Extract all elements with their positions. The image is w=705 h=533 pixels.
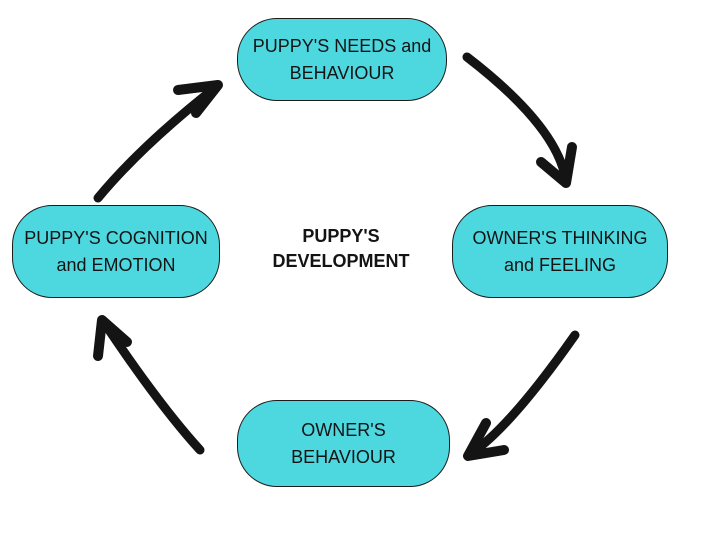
- diagram-title-line: DEVELOPMENT: [272, 251, 410, 271]
- node-label-line: PUPPY'S COGNITION: [24, 227, 208, 248]
- diagram-title: PUPPY'S DEVELOPMENT: [241, 224, 441, 274]
- node-label-line: PUPPY'S NEEDS and: [252, 35, 432, 56]
- arrow-left-to-top-icon: [93, 80, 223, 203]
- node-owners-thinking-and-feeling: OWNER'S THINKING and FEELING: [452, 205, 668, 298]
- node-label-line: OWNER'S THINKING: [472, 227, 648, 248]
- node-label-line: and FEELING: [503, 254, 617, 275]
- node-label-line: BEHAVIOUR: [289, 62, 395, 83]
- diagram-title-line: PUPPY'S: [302, 226, 380, 246]
- node-label-line: BEHAVIOUR: [291, 446, 396, 467]
- node-owners-behaviour: OWNER'S BEHAVIOUR: [237, 400, 450, 487]
- arrow-top-to-right-icon: [462, 52, 577, 188]
- arrow-right-to-bottom-icon: [463, 330, 580, 461]
- node-label-line: OWNER'S: [301, 419, 386, 440]
- node-puppys-needs-and-behaviour: PUPPY'S NEEDS and BEHAVIOUR: [237, 18, 447, 101]
- arrow-bottom-to-left-icon: [93, 315, 205, 455]
- node-puppys-cognition-and-emotion: PUPPY'S COGNITION and EMOTION: [12, 205, 220, 298]
- node-label-line: and EMOTION: [56, 254, 176, 275]
